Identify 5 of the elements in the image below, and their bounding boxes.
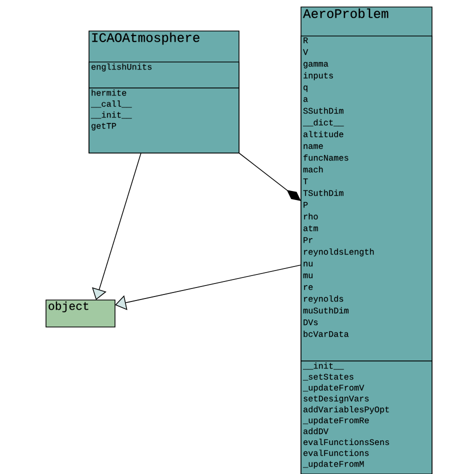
connector-arrow [238,152,301,201]
connector-arrow [115,264,302,310]
method-compartment: __init__ _setStates _updateFromV setDesignVars addVariablesPyOpt _updateFromRe addDV evalFunctionsSens evalFunctions _updateFromM [300,360,432,474]
attribute-compartment: englishUnits [88,62,240,88]
class-box: object [46,300,116,328]
